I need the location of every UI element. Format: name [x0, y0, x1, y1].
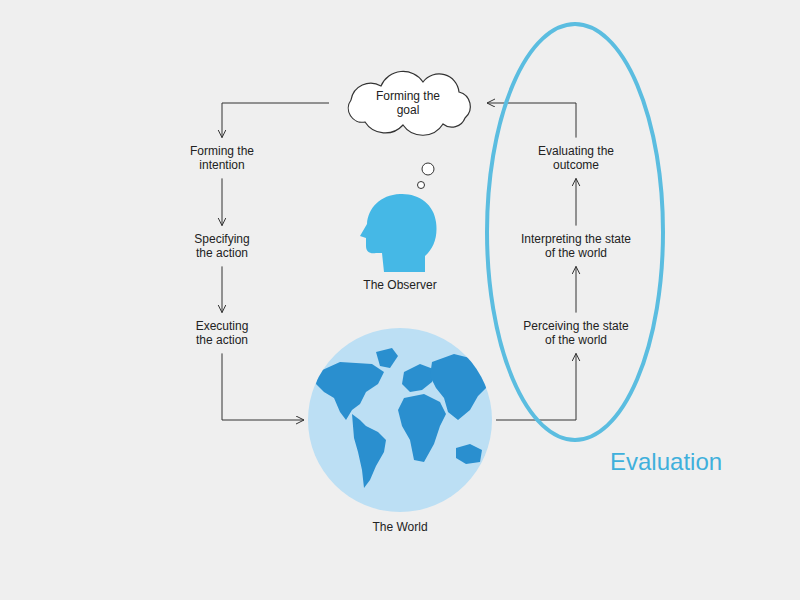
- stage-text: Executing the action: [182, 317, 262, 350]
- globe-shape: [308, 328, 492, 512]
- node-text: Forming the intention: [186, 144, 258, 173]
- thought-bubble: [418, 182, 425, 189]
- node-text: Executing the action: [186, 319, 258, 348]
- ellipse-outline: [487, 24, 663, 440]
- evaluation-region: EvaluationEvaluating the outcomeInterpre…: [485, 22, 665, 442]
- region-heading: Evaluation: [610, 448, 722, 477]
- continent: [456, 444, 482, 464]
- node-text: Specifying the action: [186, 232, 258, 261]
- stage-text: Interpreting the state of the world: [516, 230, 636, 263]
- node-text: Perceiving the state of the world: [520, 319, 632, 348]
- continent: [352, 414, 386, 488]
- thought-bubble: [422, 163, 434, 175]
- stage-text: Perceiving the state of the world: [516, 317, 636, 350]
- flow-arrow: [222, 178, 223, 225]
- node-text: Interpreting the state of the world: [520, 232, 632, 261]
- globe-disc: [308, 328, 492, 512]
- stage-text: Specifying the action: [182, 230, 262, 263]
- flow-arrow: [222, 266, 223, 312]
- stage-text: Evaluating the outcome: [516, 142, 636, 175]
- observer-head: [360, 194, 437, 272]
- continent: [430, 354, 490, 420]
- flow-arrow: [576, 266, 577, 312]
- continent: [398, 394, 446, 462]
- flow-arrow: [222, 353, 304, 420]
- node-text: The World: [308, 520, 492, 534]
- continent: [376, 348, 398, 368]
- goal-cloud: Forming the goal: [333, 70, 483, 136]
- flow-arrow: [222, 103, 329, 138]
- continent: [402, 364, 436, 392]
- stage-text: Forming the intention: [182, 142, 262, 175]
- node-text: Evaluating the outcome: [520, 144, 632, 173]
- cloud-outline: [348, 71, 470, 135]
- world-globe: The World: [308, 328, 492, 534]
- continent: [316, 362, 384, 420]
- flow-arrow: [576, 178, 577, 225]
- observer-label: The Observer: [363, 278, 436, 292]
- node-text: Forming the goal: [363, 89, 453, 118]
